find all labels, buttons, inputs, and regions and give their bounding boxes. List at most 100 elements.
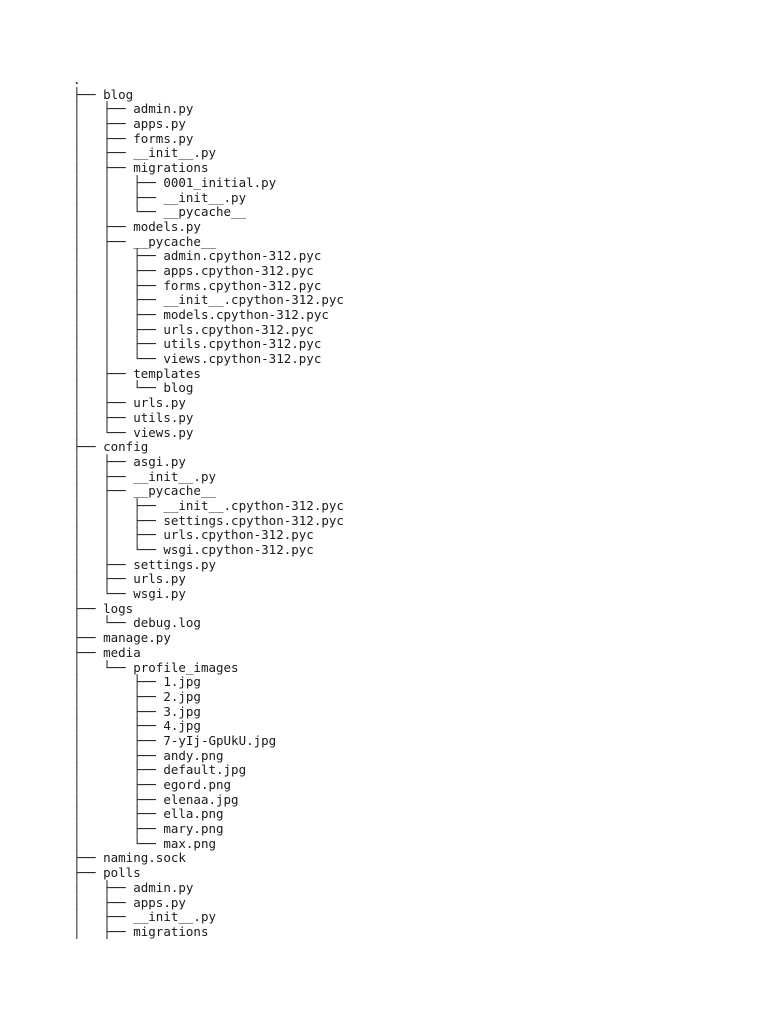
tree-branch-connector: │ │ ├──	[73, 512, 164, 528]
tree-entry: │ ├── apps.py	[73, 894, 344, 911]
tree-entry: │ ├── models.py	[73, 219, 344, 235]
tree-entry-name: urls.py	[133, 571, 186, 587]
tree-entry-name: forms.py	[133, 130, 194, 146]
tree-entry: │ ├── 3.jpg	[73, 703, 344, 720]
tree-entry: ├── naming.sock	[73, 851, 344, 866]
tree-branch-connector: │ ├──	[73, 468, 134, 484]
tree-entry: │ ├── 7-yIj-GpUkU.jpg	[73, 732, 344, 749]
tree-entry: │ ├── mary.png	[73, 821, 344, 837]
tree-entry-name: urls.cpython-312.pyc	[163, 321, 314, 337]
tree-branch-connector: │ ├──	[73, 571, 134, 587]
tree-branch-connector: │ ├──	[73, 777, 164, 792]
tree-entry-name: 3.jpg	[163, 703, 201, 719]
tree-entry: │ ├── elenaa.jpg	[73, 791, 344, 808]
tree-branch-connector: │ ├──	[73, 483, 134, 499]
tree-entry: │ │ ├── __init__.py	[73, 189, 344, 206]
tree-entry: │ │ └── views.cpython-312.pyc	[73, 351, 344, 367]
tree-entry: │ │ ├── urls.cpython-312.pyc	[73, 527, 344, 543]
tree-branch-connector: │ ├──	[73, 879, 134, 895]
tree-entry-name: 2.jpg	[163, 688, 201, 704]
tree-entry: │ ├── __init__.py	[73, 909, 344, 925]
tree-branch-connector: │ ├──	[73, 556, 134, 572]
tree-entry-name: settings.cpython-312.pyc	[163, 512, 344, 528]
tree-entry: │ ├── asgi.py	[73, 453, 344, 470]
tree-entry: │ │ ├── settings.cpython-312.pyc	[73, 512, 344, 529]
tree-entry-name: apps.py	[133, 894, 186, 910]
tree-branch-connector: │ └──	[73, 586, 134, 602]
directory-tree: .├── blog│ ├── admin.py│ ├── apps.py│ ├─…	[73, 72, 344, 940]
tree-entry-name: templates	[133, 365, 201, 381]
tree-entry: │ ├── ella.png	[73, 807, 344, 822]
tree-entry: │ │ └── __pycache__	[73, 204, 344, 220]
tree-entry: │ ├── 2.jpg	[73, 688, 344, 705]
tree-entry: │ │ ├── 0001_initial.py	[73, 174, 344, 191]
tree-entry-name: .	[73, 72, 81, 87]
tree-entry: │ ├── 1.jpg	[73, 674, 344, 690]
tree-entry-name: mary.png	[163, 821, 224, 837]
tree-entry: │ ├── admin.py	[73, 102, 344, 117]
tree-entry-name: apps.cpython-312.pyc	[163, 262, 314, 278]
tree-entry-name: __init__.py	[133, 145, 217, 161]
tree-branch-connector: │ │ ├──	[73, 174, 164, 190]
tree-entry: │ ├── migrations	[73, 160, 344, 176]
tree-entry-name: utils.cpython-312.pyc	[163, 336, 322, 352]
tree-entry: ├── blog	[73, 86, 344, 103]
tree-entry: │ │ ├── __init__.cpython-312.pyc	[73, 292, 344, 308]
tree-branch-connector: │ │ ├──	[73, 189, 164, 205]
tree-entry: │ │ ├── __init__.cpython-312.pyc	[73, 498, 344, 514]
tree-branch-connector: │ │ ├──	[73, 248, 164, 264]
tree-entry: │ └── debug.log	[73, 616, 344, 631]
tree-branch-connector: │ └──	[73, 615, 134, 631]
tree-entry-name: forms.cpython-312.pyc	[163, 277, 322, 293]
tree-branch-connector: │ ├──	[73, 145, 134, 161]
tree-branch-connector: │ ├──	[73, 718, 164, 734]
tree-entry-name: 7-yIj-GpUkU.jpg	[163, 732, 277, 748]
tree-branch-connector: │ ├──	[73, 453, 134, 469]
tree-branch-connector: │ ├──	[73, 160, 134, 176]
tree-entry: │ │ ├── models.cpython-312.pyc	[73, 307, 344, 323]
tree-entry: │ ├── __pycache__	[73, 483, 344, 499]
tree-branch-connector: │ ├──	[73, 923, 134, 939]
tree-branch-connector: ├──	[73, 865, 104, 881]
tree-entry: │ ├── forms.py	[73, 130, 344, 147]
tree-entry-name: utils.py	[133, 409, 194, 425]
tree-branch-connector: │ ├──	[73, 747, 164, 763]
tree-entry: │ ├── andy.png	[73, 747, 344, 764]
tree-entry-name: 0001_initial.py	[163, 174, 277, 190]
tree-entry: ├── polls	[73, 865, 344, 881]
tree-branch-connector: ├──	[73, 86, 104, 102]
tree-entry: │ ├── settings.py	[73, 556, 344, 573]
tree-branch-connector: │ │ └──	[73, 351, 164, 367]
tree-entry-name: admin.cpython-312.pyc	[163, 248, 322, 264]
tree-branch-connector: │ ├──	[73, 395, 134, 411]
tree-entry: │ ├── __init__.py	[73, 146, 344, 161]
tree-entry: │ │ └── blog	[73, 381, 344, 396]
tree-entry-name: views.py	[133, 424, 194, 440]
tree-branch-connector: │ │ └──	[73, 542, 164, 557]
tree-entry-name: migrations	[133, 923, 209, 939]
tree-branch-connector: │ │ ├──	[73, 277, 164, 293]
tree-entry-name: egord.png	[163, 777, 232, 792]
tree-entry: ├── logs	[73, 600, 344, 617]
tree-entry-name: 4.jpg	[163, 718, 201, 734]
tree-branch-connector: │ ├──	[73, 233, 134, 249]
tree-branch-connector: │ ├──	[73, 762, 164, 778]
tree-entry-name: wsgi.py	[133, 586, 186, 602]
tree-entry: │ ├── __pycache__	[73, 233, 344, 250]
tree-branch-connector: │ ├──	[73, 409, 134, 425]
tree-branch-connector: │ │ ├──	[73, 336, 164, 352]
tree-branch-connector: ├──	[73, 439, 104, 455]
tree-branch-connector: │ │ └──	[73, 380, 164, 396]
tree-entry-name: naming.sock	[103, 850, 186, 866]
tree-branch-connector: ├──	[73, 644, 104, 660]
tree-entry: │ ├── migrations	[73, 923, 344, 940]
tree-entry-name: elenaa.jpg	[163, 791, 239, 807]
tree-entry: │ ├── apps.py	[73, 116, 344, 132]
tree-entry-name: manage.py	[103, 630, 171, 646]
tree-entry-name: logs	[103, 600, 134, 616]
tree-entry: │ ├── utils.py	[73, 409, 344, 426]
tree-branch-connector: │ ├──	[73, 703, 164, 719]
tree-entry: │ └── views.py	[73, 424, 344, 441]
tree-entry-name: __init__.cpython-312.pyc	[163, 292, 344, 308]
tree-branch-connector: │ ├──	[73, 688, 164, 704]
